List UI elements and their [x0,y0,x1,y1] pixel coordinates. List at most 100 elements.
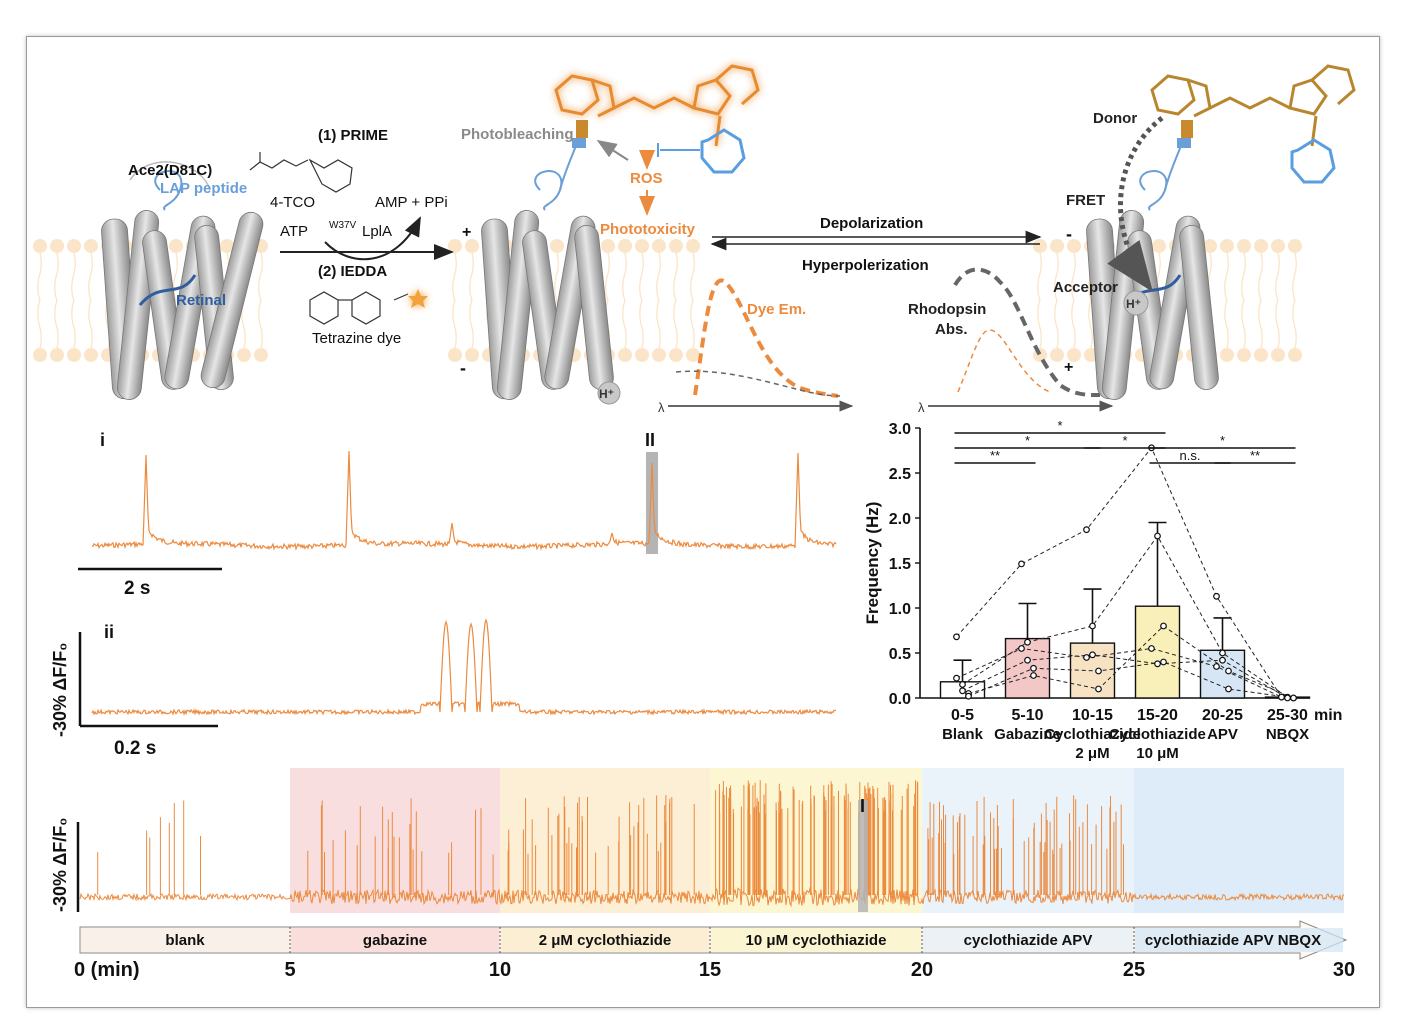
lipid-head [669,239,683,253]
prime-step-label: (1) PRIME [318,127,388,144]
timeline-tick-label: 5 [284,959,295,981]
retinal-label: Retinal [176,292,226,309]
lipid-tail [690,299,695,349]
chart-point [1225,667,1232,675]
lipid-head [1203,239,1217,253]
acceptor-label: Acceptor [1053,279,1118,296]
chart-y-tick-label: 1.0 [889,601,911,618]
chart-cell-line [956,446,1282,698]
tetrazine-structure [309,291,409,325]
chart-x-tick-label: 0-5 [951,707,974,724]
rhodopsin-label: Rhodopsin [908,301,986,318]
abs-label: Abs. [935,321,968,338]
chart-point [1278,693,1285,701]
lipid-head [254,348,268,362]
timeline-tick-label: 10 [489,959,511,981]
chart-point [1018,645,1025,652]
lipid-head [1152,239,1166,253]
significance-label: * [1025,433,1030,448]
chart-x-sublabel: NBQX [1266,726,1309,743]
timeline-tick-label: 20 [911,959,933,981]
chart-point [1219,656,1226,664]
lipid-head [84,348,98,362]
minus-sign-2: - [1066,224,1072,244]
lipid-tail [1224,299,1229,349]
lipid-head [50,348,64,362]
lipid-tail [673,252,678,302]
timeline-tick-label: 15 [699,959,721,981]
lipid-tail [1054,252,1059,302]
chart-cell-line [962,654,1288,699]
lipid-tail [258,299,263,349]
chart-point [1154,532,1161,540]
chart-y-tick-label: 1.5 [889,556,911,573]
lipid-tail [452,299,457,349]
significance-label: * [1122,433,1127,448]
plus-sign-2: + [1064,359,1073,376]
lipid-tail [690,252,695,302]
lipid-tail [1275,299,1280,349]
lipid-tail [639,299,644,349]
lipid-head [1254,348,1268,362]
long-trace-highlight-box [858,800,868,912]
ace2-label: Ace2(D81C) [128,162,212,179]
lipid-tail [1258,299,1263,349]
tco-label: 4-TCO [270,194,315,211]
chart-point [1290,694,1297,702]
significance-label: ** [1250,448,1260,463]
scale-label-2s: 2 s [124,578,150,599]
lipid-head [67,239,81,253]
lipid-head [448,348,462,362]
lpla-curved-arrow [324,216,421,261]
lipid-head [465,239,479,253]
lipid-tail [469,299,474,349]
proton-label-2: H⁺ [1126,297,1141,311]
chart-point [953,633,960,641]
timeline-segment [1135,928,1343,952]
photobleaching-label: Photobleaching [461,126,574,143]
chart-point [1089,622,1096,630]
lipid-tail [469,252,474,302]
lpla-sup: W37V [329,220,357,231]
chart-point [953,674,960,682]
chart-x-sublabel: Gabazine [994,726,1061,743]
fret-arrow [1107,116,1164,293]
timeline-segment-label: gabazine [363,932,427,949]
lipid-head [1271,348,1285,362]
significance-label: * [1057,418,1062,433]
lipid-tail [605,252,610,302]
lipid-head [1237,348,1251,362]
lipid-head [237,348,251,362]
lipid-tail [673,299,678,349]
rhodopsin-protein-1 [101,161,264,400]
lipid-head [652,348,666,362]
chart-y-tick-label: 0.0 [889,691,911,708]
lipid-head [618,348,632,362]
timeline-segment [81,928,289,952]
chart-point [1160,658,1167,666]
trace-ii-label: ii [104,622,114,642]
tetrazine-label: Tetrazine dye [312,330,401,347]
lipid-head [448,239,462,253]
lipid-head [67,348,81,362]
lipid-head [1271,239,1285,253]
lipid-head [686,239,700,253]
dye-em-label: Dye Em. [747,301,806,318]
lipid-head [635,348,649,362]
chart-y-axis-label: Frequency (Hz) [863,502,882,625]
condition-band [1134,768,1344,913]
phototoxicity-label: Phototoxicity [600,221,696,238]
chart-point [1213,663,1220,670]
lipid-tail [1054,299,1059,349]
rhodopsin-protein-3 [1086,120,1219,400]
chart-point [1030,672,1037,679]
chart-point [1095,685,1102,693]
lambda-label-1: λ [658,400,665,415]
timeline-segment-label: blank [165,932,205,949]
lipid-tail [622,299,627,349]
chart-x-tick-label: 20-25 [1202,707,1243,724]
chart-point [1018,560,1025,568]
